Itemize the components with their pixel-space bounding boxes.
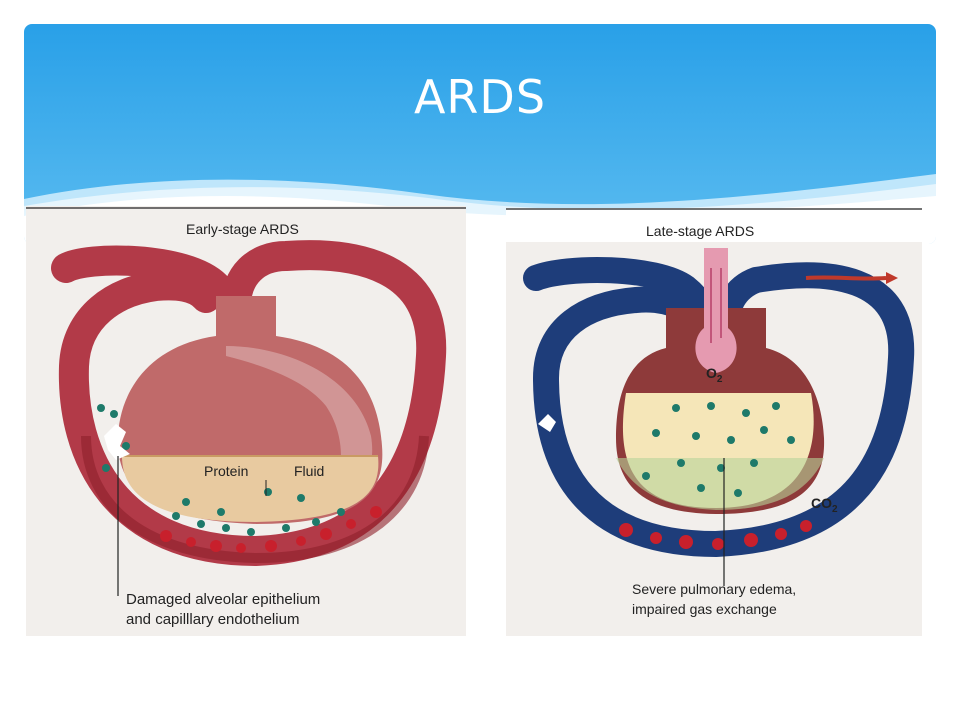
late-caption-line1: Severe pulmonary edema,	[632, 581, 796, 597]
slide-title: ARDS	[413, 70, 547, 124]
protein-particles	[97, 404, 345, 536]
early-caption-line1: Damaged alveolar epithelium	[126, 591, 320, 608]
late-heading: Late-stage ARDS	[646, 223, 754, 239]
fluid-label: Fluid	[294, 463, 324, 479]
early-caption-line2: and capilllary endothelium	[126, 611, 299, 628]
early-stage-illustration: Early-stage ARDS Protein Fluid D	[26, 206, 466, 636]
late-stage-illustration: Late-stage ARDS O2 CO2	[506, 208, 922, 636]
epithelium-break	[104, 424, 130, 460]
red-blood-cells	[619, 520, 812, 550]
early-stage-ards-panel: Early-stage ARDS Protein Fluid D	[26, 206, 466, 636]
protein-particles	[642, 402, 795, 497]
arrow-icon	[886, 272, 898, 284]
o2-label: O2	[706, 365, 723, 385]
epithelium-break	[538, 414, 556, 432]
late-caption-line2: impaired gas exchange	[632, 601, 777, 617]
late-stage-ards-panel: Late-stage ARDS O2 CO2	[506, 208, 922, 636]
protein-label: Protein	[204, 463, 248, 479]
oxygen-airway	[695, 248, 737, 373]
red-blood-cells	[160, 506, 382, 553]
early-heading: Early-stage ARDS	[186, 221, 299, 237]
co2-label: CO2	[811, 495, 838, 515]
